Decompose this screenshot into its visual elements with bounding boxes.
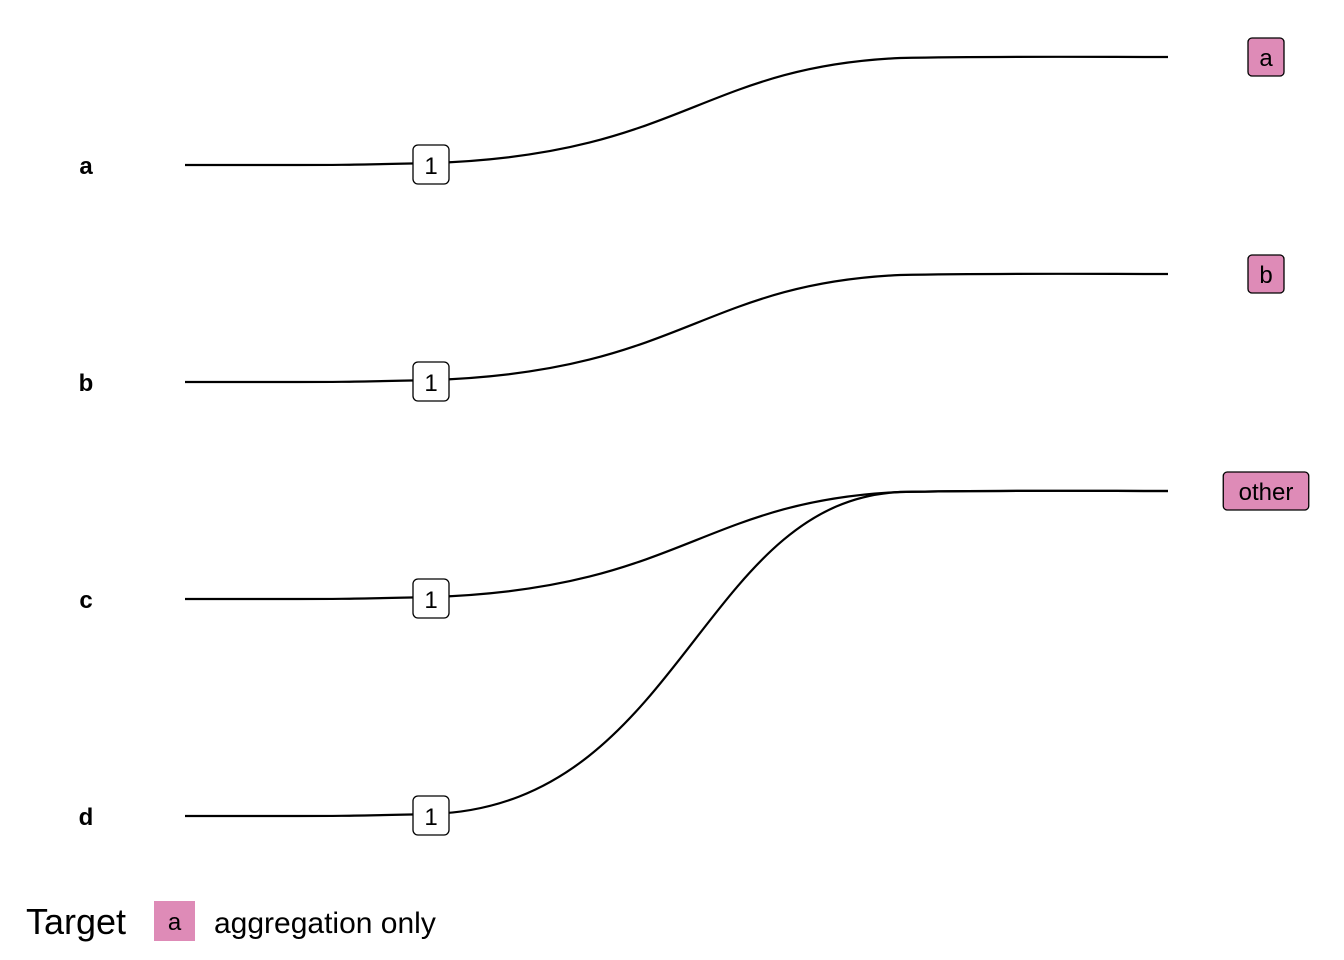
target-box: [1247, 254, 1285, 294]
target-label-other: other: [1239, 479, 1294, 506]
target-node-b: b: [1247, 254, 1285, 294]
source-label-a: a: [79, 153, 93, 180]
legend-swatch: [154, 901, 195, 941]
count-box: [412, 795, 450, 836]
count-label: 1: [424, 587, 437, 614]
flow-counts: 1 1 1 1: [412, 144, 450, 836]
target-labels: a b other: [1222, 37, 1310, 511]
legend: Target a aggregation only: [26, 901, 436, 942]
target-node-other: other: [1222, 471, 1310, 511]
source-label-d: d: [79, 804, 94, 831]
count-label: 1: [424, 804, 437, 831]
flow-line-c-other: [184, 489, 1169, 601]
target-box: [1247, 37, 1285, 77]
flow-count-d: 1: [412, 795, 450, 836]
legend-title: Target: [26, 901, 126, 942]
source-label-c: c: [79, 587, 92, 614]
flow-line-d-other: [184, 489, 1169, 818]
count-label: 1: [424, 370, 437, 397]
flow-count-b: 1: [412, 361, 450, 402]
count-box: [412, 578, 450, 619]
count-label: 1: [424, 153, 437, 180]
flow-line-a-a: [184, 55, 1169, 167]
count-box: [412, 144, 450, 185]
flow-line-b-b: [184, 272, 1169, 384]
target-label-b: b: [1259, 262, 1272, 289]
legend-label: aggregation only: [214, 907, 436, 940]
source-label-b: b: [79, 370, 94, 397]
target-label-a: a: [1259, 45, 1273, 72]
target-box: [1222, 471, 1310, 511]
flow-count-c: 1: [412, 578, 450, 619]
source-labels: a b c d: [79, 153, 94, 831]
count-box: [412, 361, 450, 402]
target-node-a: a: [1247, 37, 1285, 77]
flow-count-a: 1: [412, 144, 450, 185]
flow-lines: [184, 55, 1169, 818]
legend-swatch-label: a: [168, 909, 182, 936]
